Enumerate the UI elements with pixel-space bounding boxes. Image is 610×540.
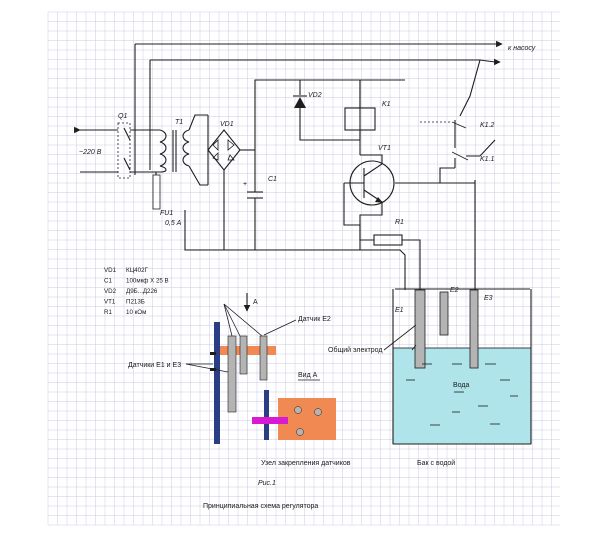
spec-value: 100мкф Х 25 В: [126, 278, 169, 285]
label-e2: E2: [450, 287, 459, 294]
mount-pin: [252, 417, 288, 424]
spec-ref: R1: [104, 309, 112, 316]
label-c1: C1: [268, 176, 277, 183]
label-vd2: VD2: [308, 92, 322, 99]
label-e1: E1: [395, 307, 404, 314]
label-t1: T1: [175, 119, 183, 126]
label-to-pump: к насосу: [508, 45, 536, 52]
spec-value: П213Б: [126, 299, 145, 306]
label-vt1: VT1: [378, 145, 391, 152]
schematic-title: Принципиальная схема регулятора: [203, 503, 318, 510]
spec-ref: C1: [104, 278, 112, 285]
sensor-e2-bar: [259, 335, 268, 381]
spec-value: Д9Б...Д226: [126, 288, 158, 295]
circuit-wires: +: [74, 40, 530, 293]
water-tank: [392, 289, 532, 445]
sensor-e3-bar: [239, 335, 248, 375]
label-sensors-e1-e3: Датчики E1 и E3: [128, 362, 181, 369]
label-q1: Q1: [118, 113, 127, 120]
label-k1: K1: [382, 101, 391, 108]
electrode-e2: [439, 291, 449, 336]
spec-ref: VD1: [104, 267, 117, 274]
label-fig: Рис.1: [258, 480, 276, 487]
graph-paper-grid: [47, 11, 560, 526]
spec-value: КЦ402Г: [126, 267, 149, 274]
label-vd1: VD1: [220, 121, 234, 128]
label-mains: ~220 В: [79, 149, 102, 156]
label-fu1: FU1: [160, 210, 173, 217]
spec-ref: VD2: [104, 288, 117, 295]
label-sensor-e2: Датчик E2: [298, 316, 331, 323]
spec-value: 10 кОм: [126, 309, 146, 316]
label-k1-1: K1.1: [480, 156, 495, 163]
label-r1: R1: [395, 219, 404, 226]
label-common-electrode: Общий электрод: [328, 346, 382, 354]
label-k1-2: K1.2: [480, 122, 495, 129]
spec-ref: VT1: [104, 299, 116, 306]
label-mount-caption: Узел закрепления датчиков: [261, 460, 351, 467]
component-spec-list: VD1 КЦ402Г C1 100мкф Х 25 В VD2 Д9Б...Д226VT1…: [104, 267, 169, 316]
label-fu1-rating: 0,5 А: [165, 220, 182, 227]
label-e3: E3: [484, 295, 493, 302]
electrode-e1: [414, 289, 426, 369]
sensor-mount-assembly: [185, 293, 336, 444]
electrode-e3: [469, 289, 479, 369]
label-tank-caption: Бак с водой: [417, 459, 455, 467]
svg-text:+: +: [243, 181, 247, 188]
label-view-a: Вид A: [298, 372, 318, 379]
sensor-e1-bar: [227, 335, 237, 413]
schematic-labels: к насосу ~220 В Q1 T1 VD1 VD2 K1 K1.2 K1…: [79, 45, 536, 510]
label-arrow-a: A: [253, 299, 258, 306]
label-water: Вода: [453, 382, 469, 389]
